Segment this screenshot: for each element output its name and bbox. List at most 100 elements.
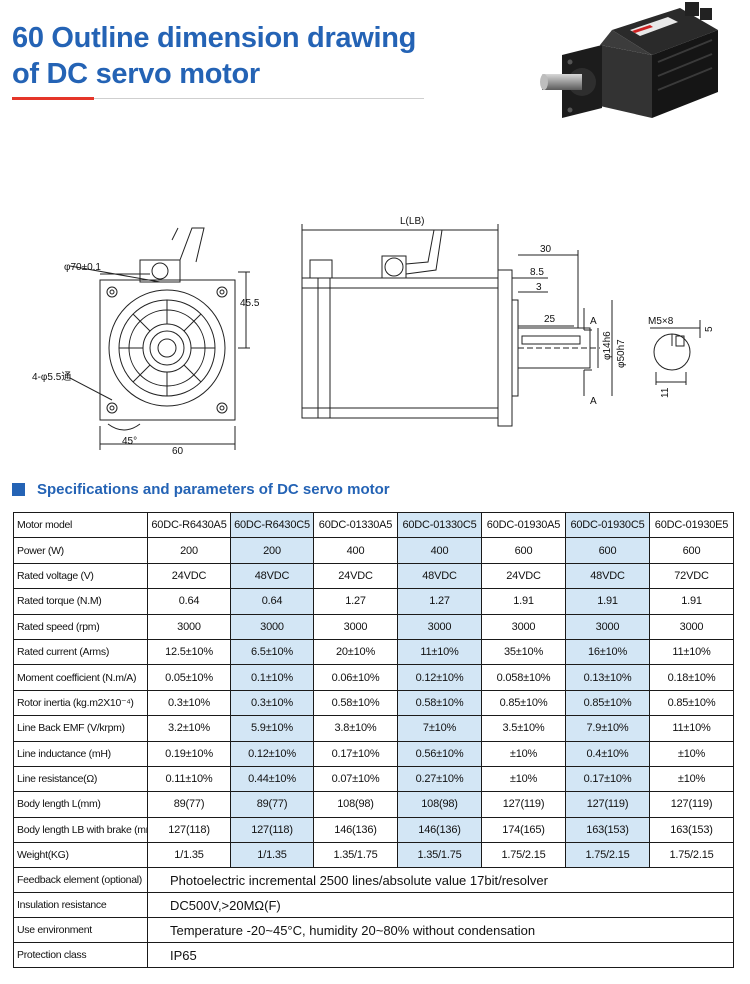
spec-cell: 60DC-R6430C5 [230, 511, 314, 539]
spec-cell: 0.56±10% [397, 740, 482, 767]
spec-row-label: Power (W) [13, 537, 148, 564]
spec-row-label: Protection class [13, 942, 148, 969]
key-depth-label: 5 [704, 326, 715, 332]
dim-25-label: 25 [544, 314, 556, 325]
spec-row: Line resistance(Ω)0.11±10%0.44±10%0.07±1… [13, 765, 734, 793]
spec-cell: 0.17±10% [565, 765, 650, 793]
spec-cell: 0.058±10% [481, 664, 566, 691]
spec-cell: 3.5±10% [481, 715, 566, 742]
spec-cell: 3000 [230, 613, 314, 640]
spec-cell: 200 [230, 537, 314, 564]
spec-row-label: Rated current (Arms) [13, 638, 148, 666]
title-line-2: of DC servo motor [12, 58, 260, 90]
spec-cell: 163(153) [649, 816, 734, 844]
spec-cell: 174(165) [481, 816, 566, 844]
spec-section-heading: Specifications and parameters of DC serv… [12, 478, 390, 500]
spec-cell: ±10% [649, 765, 734, 793]
mounting-hole-label: 4-φ5.5通 [32, 371, 71, 383]
spec-cell: 0.64 [230, 588, 314, 615]
spec-cell: 0.3±10% [230, 689, 314, 717]
spec-cell: 0.06±10% [313, 664, 398, 691]
spec-cell: 60DC-01330A5 [313, 511, 398, 539]
spec-cell: 0.19±10% [147, 740, 231, 767]
spec-cell: 1/1.35 [147, 842, 231, 869]
spec-cell: 24VDC [313, 562, 398, 590]
spec-span-value: Photoelectric incremental 2500 lines/abs… [147, 867, 734, 894]
spec-cell: 108(98) [397, 791, 482, 818]
spec-cell: 0.05±10% [147, 664, 231, 691]
spec-cell: 3000 [313, 613, 398, 640]
spec-row-label: Line Back EMF (V/krpm) [13, 715, 148, 742]
spec-cell: 3000 [649, 613, 734, 640]
spec-cell: 48VDC [397, 562, 482, 590]
spec-cell: 127(119) [481, 791, 566, 818]
spec-row: Body length L(mm)89(77)89(77)108(98)108(… [13, 791, 734, 818]
spec-cell: 0.27±10% [397, 765, 482, 793]
shaft-height-label: 11 [660, 387, 671, 398]
spec-cell: 1.75/2.15 [481, 842, 566, 869]
spec-cell: 0.12±10% [397, 664, 482, 691]
spec-cell: 1.35/1.75 [397, 842, 482, 869]
spec-cell: 89(77) [230, 791, 314, 818]
spec-row-label: Use environment [13, 917, 148, 944]
length-label: L(LB) [400, 216, 424, 227]
spec-cell: ±10% [649, 740, 734, 767]
spec-row: Line inductance (mH)0.19±10%0.12±10%0.17… [13, 740, 734, 767]
spec-heading-text: Specifications and parameters of DC serv… [37, 480, 390, 498]
spec-span-row: Feedback element (optional)Photoelectric… [13, 867, 734, 894]
side-view [301, 224, 613, 427]
spec-cell: 1.75/2.15 [649, 842, 734, 869]
spec-cell: 0.13±10% [565, 664, 650, 691]
spec-row: Line Back EMF (V/krpm)3.2±10%5.9±10%3.8±… [13, 715, 734, 742]
spec-cell: 163(153) [565, 816, 650, 844]
spec-cell: 0.64 [147, 588, 231, 615]
spec-cell: ±10% [481, 765, 566, 793]
spec-cell: 600 [649, 537, 734, 564]
spec-cell: 48VDC [230, 562, 314, 590]
spec-cell: 200 [147, 537, 231, 564]
spec-cell: 60DC-01930E5 [649, 511, 734, 539]
spec-row-label: Rotor inertia (kg.m2X10⁻⁴) [13, 689, 148, 717]
spec-cell: 3.2±10% [147, 715, 231, 742]
width-dim-label: 60 [172, 446, 184, 457]
spec-cell: 0.12±10% [230, 740, 314, 767]
heading-marker-icon [12, 482, 25, 496]
spec-cell: 127(118) [230, 816, 314, 844]
spec-cell: 3000 [481, 613, 566, 640]
spec-cell: 0.58±10% [313, 689, 398, 717]
height-dim-label: 45.5 [240, 298, 260, 309]
title-line-1: 60 Outline dimension drawing [12, 22, 417, 54]
spec-cell: 24VDC [147, 562, 231, 590]
spec-cell: 0.58±10% [397, 689, 482, 717]
motor-photo [540, 2, 718, 118]
spec-cell: 1/1.35 [230, 842, 314, 869]
spec-cell: 0.07±10% [313, 765, 398, 793]
section-view [650, 320, 701, 385]
spec-cell: 127(119) [565, 791, 650, 818]
spec-cell: 1.75/2.15 [565, 842, 650, 869]
spec-cell: 20±10% [313, 638, 398, 666]
spec-cell: 11±10% [649, 715, 734, 742]
spec-cell: 3000 [565, 613, 650, 640]
spec-cell: 1.91 [481, 588, 566, 615]
title-divider-rule [94, 98, 424, 99]
shaft-diameter-label: φ14h6 [602, 331, 613, 360]
spec-cell: 127(119) [649, 791, 734, 818]
angle-label: 45° [122, 436, 137, 447]
spec-cell: 0.1±10% [230, 664, 314, 691]
section-a-bottom-label: A [590, 396, 597, 407]
spec-row-label: Body length L(mm) [13, 791, 148, 818]
spec-row-label: Line resistance(Ω) [13, 765, 148, 793]
spec-cell: 600 [481, 537, 566, 564]
spec-cell: 3000 [397, 613, 482, 640]
spec-cell: 60DC-01930C5 [565, 511, 650, 539]
section-a-top-label: A [590, 316, 597, 327]
